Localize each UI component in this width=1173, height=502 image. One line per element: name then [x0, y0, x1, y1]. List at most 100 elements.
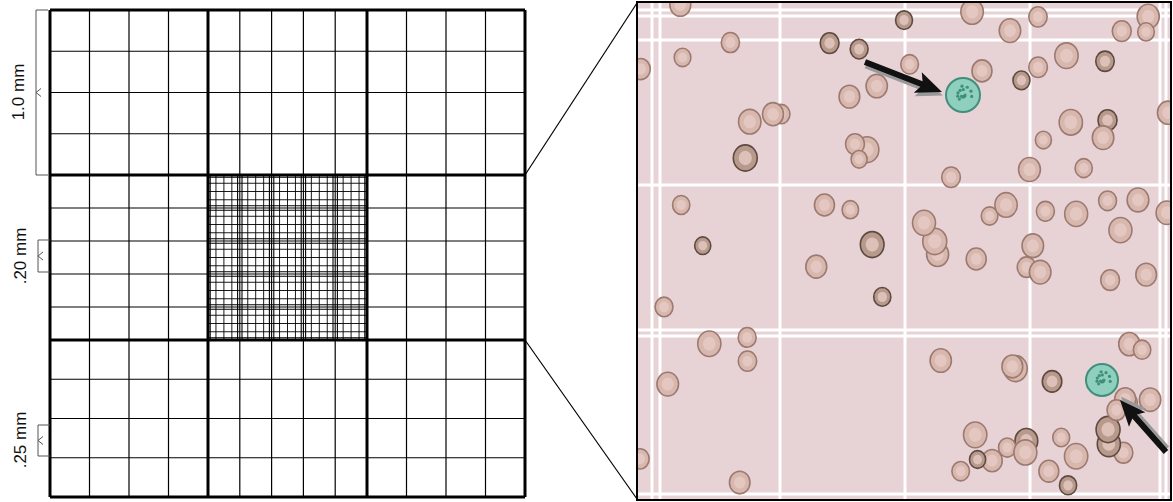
- cell-center: [1117, 25, 1127, 36]
- cell-center: [1019, 446, 1032, 460]
- grid-line: [271, 175, 272, 340]
- cell-center: [985, 211, 994, 221]
- cell-body: [851, 151, 867, 169]
- cell-granule: [970, 95, 973, 98]
- grid-line: [50, 207, 208, 208]
- cell-body: [860, 232, 884, 258]
- chamber-line: [637, 184, 1171, 187]
- grid-line: [208, 418, 367, 419]
- grid-line: [208, 210, 367, 211]
- cell-body: [1065, 201, 1088, 226]
- cell-center: [1060, 49, 1073, 63]
- red-blood-cell: [1127, 188, 1149, 212]
- cell-center: [1137, 344, 1147, 354]
- red-blood-cell: [1029, 260, 1050, 284]
- cell-center: [824, 38, 834, 49]
- red-blood-cell: [1136, 263, 1157, 286]
- grid-line: [269, 175, 270, 340]
- grid-line: [301, 175, 302, 340]
- cell-center: [1047, 376, 1058, 388]
- grid-line: [128, 175, 129, 340]
- cell-center: [1023, 163, 1035, 176]
- cell-center: [1079, 163, 1088, 173]
- red-blood-cell: [739, 109, 761, 134]
- cell-granule: [1100, 380, 1103, 383]
- red-blood-cell: [1036, 201, 1054, 221]
- cell-center: [637, 453, 645, 464]
- cell-center: [1111, 404, 1121, 415]
- red-blood-cell: [850, 39, 868, 59]
- cell-center: [1101, 422, 1114, 436]
- cell-body: [1101, 270, 1120, 291]
- cell-center: [1097, 131, 1109, 144]
- red-blood-cell: [1029, 57, 1048, 78]
- cell-body: [1092, 126, 1113, 150]
- cell-body: [1086, 364, 1118, 396]
- cell-center: [1034, 266, 1046, 279]
- grid-line: [50, 306, 208, 307]
- dimension-notch: [38, 437, 43, 445]
- cell-body: [1014, 440, 1037, 465]
- cell-body: [964, 422, 987, 448]
- cell-center: [659, 302, 669, 313]
- cell-center: [1033, 11, 1043, 22]
- cell-body: [942, 167, 961, 188]
- cell-body: [972, 60, 992, 82]
- cell-center: [1002, 442, 1012, 452]
- heavy-grid-line: [207, 10, 210, 497]
- cell-center: [675, 2, 687, 11]
- cell-body: [1053, 428, 1070, 447]
- cell-center: [850, 138, 860, 149]
- cell-body: [842, 201, 858, 219]
- grid-line: [445, 175, 446, 340]
- cell-granule: [1099, 370, 1102, 373]
- chamber-line: [637, 329, 1171, 332]
- red-blood-cell: [738, 351, 756, 371]
- grid-line: [237, 175, 238, 340]
- cell-granule: [962, 88, 965, 91]
- cell-center: [725, 37, 735, 48]
- red-blood-cell: [814, 194, 834, 216]
- chamber-line: [1159, 2, 1162, 500]
- cell-body: [729, 471, 750, 494]
- red-blood-cell: [1022, 234, 1044, 258]
- red-blood-cell: [1138, 23, 1155, 41]
- red-blood-cell: [721, 33, 739, 53]
- grid-line: [208, 205, 367, 206]
- grid-line: [364, 175, 365, 340]
- grid-line: [208, 243, 367, 244]
- cell-center: [918, 216, 931, 230]
- dimension-bracket: [36, 175, 48, 176]
- cell-body: [1029, 260, 1050, 284]
- cell-center: [866, 238, 879, 252]
- cell-body: [674, 48, 691, 66]
- cell-body: [839, 85, 860, 108]
- grid-line: [208, 306, 367, 307]
- grid-line: [208, 304, 367, 305]
- cell-body: [1039, 460, 1059, 482]
- chamber-line: [779, 2, 782, 500]
- red-blood-cell: [839, 85, 860, 108]
- red-blood-cell: [896, 11, 913, 30]
- dimension-bracket: [38, 240, 50, 241]
- red-blood-cell: [733, 145, 757, 171]
- cell-body: [946, 78, 980, 112]
- cell-body: [637, 449, 649, 469]
- cell-body: [1042, 371, 1061, 392]
- cell-center: [976, 65, 987, 77]
- grid-line: [239, 175, 240, 340]
- grid-line: [208, 276, 367, 277]
- red-blood-cell: [1039, 460, 1059, 482]
- grid-line: [208, 240, 367, 241]
- red-blood-cell: [820, 33, 839, 54]
- heavy-grid-line: [50, 496, 525, 499]
- red-blood-cell: [1101, 270, 1120, 291]
- grid-line: [208, 238, 367, 239]
- red-blood-cell: [966, 248, 986, 270]
- cell-granule: [1095, 380, 1098, 383]
- cell-granule: [966, 86, 969, 89]
- cell-center: [1140, 268, 1151, 280]
- red-blood-cell: [874, 287, 891, 306]
- cell-body: [1036, 201, 1054, 221]
- grid-line: [50, 457, 208, 458]
